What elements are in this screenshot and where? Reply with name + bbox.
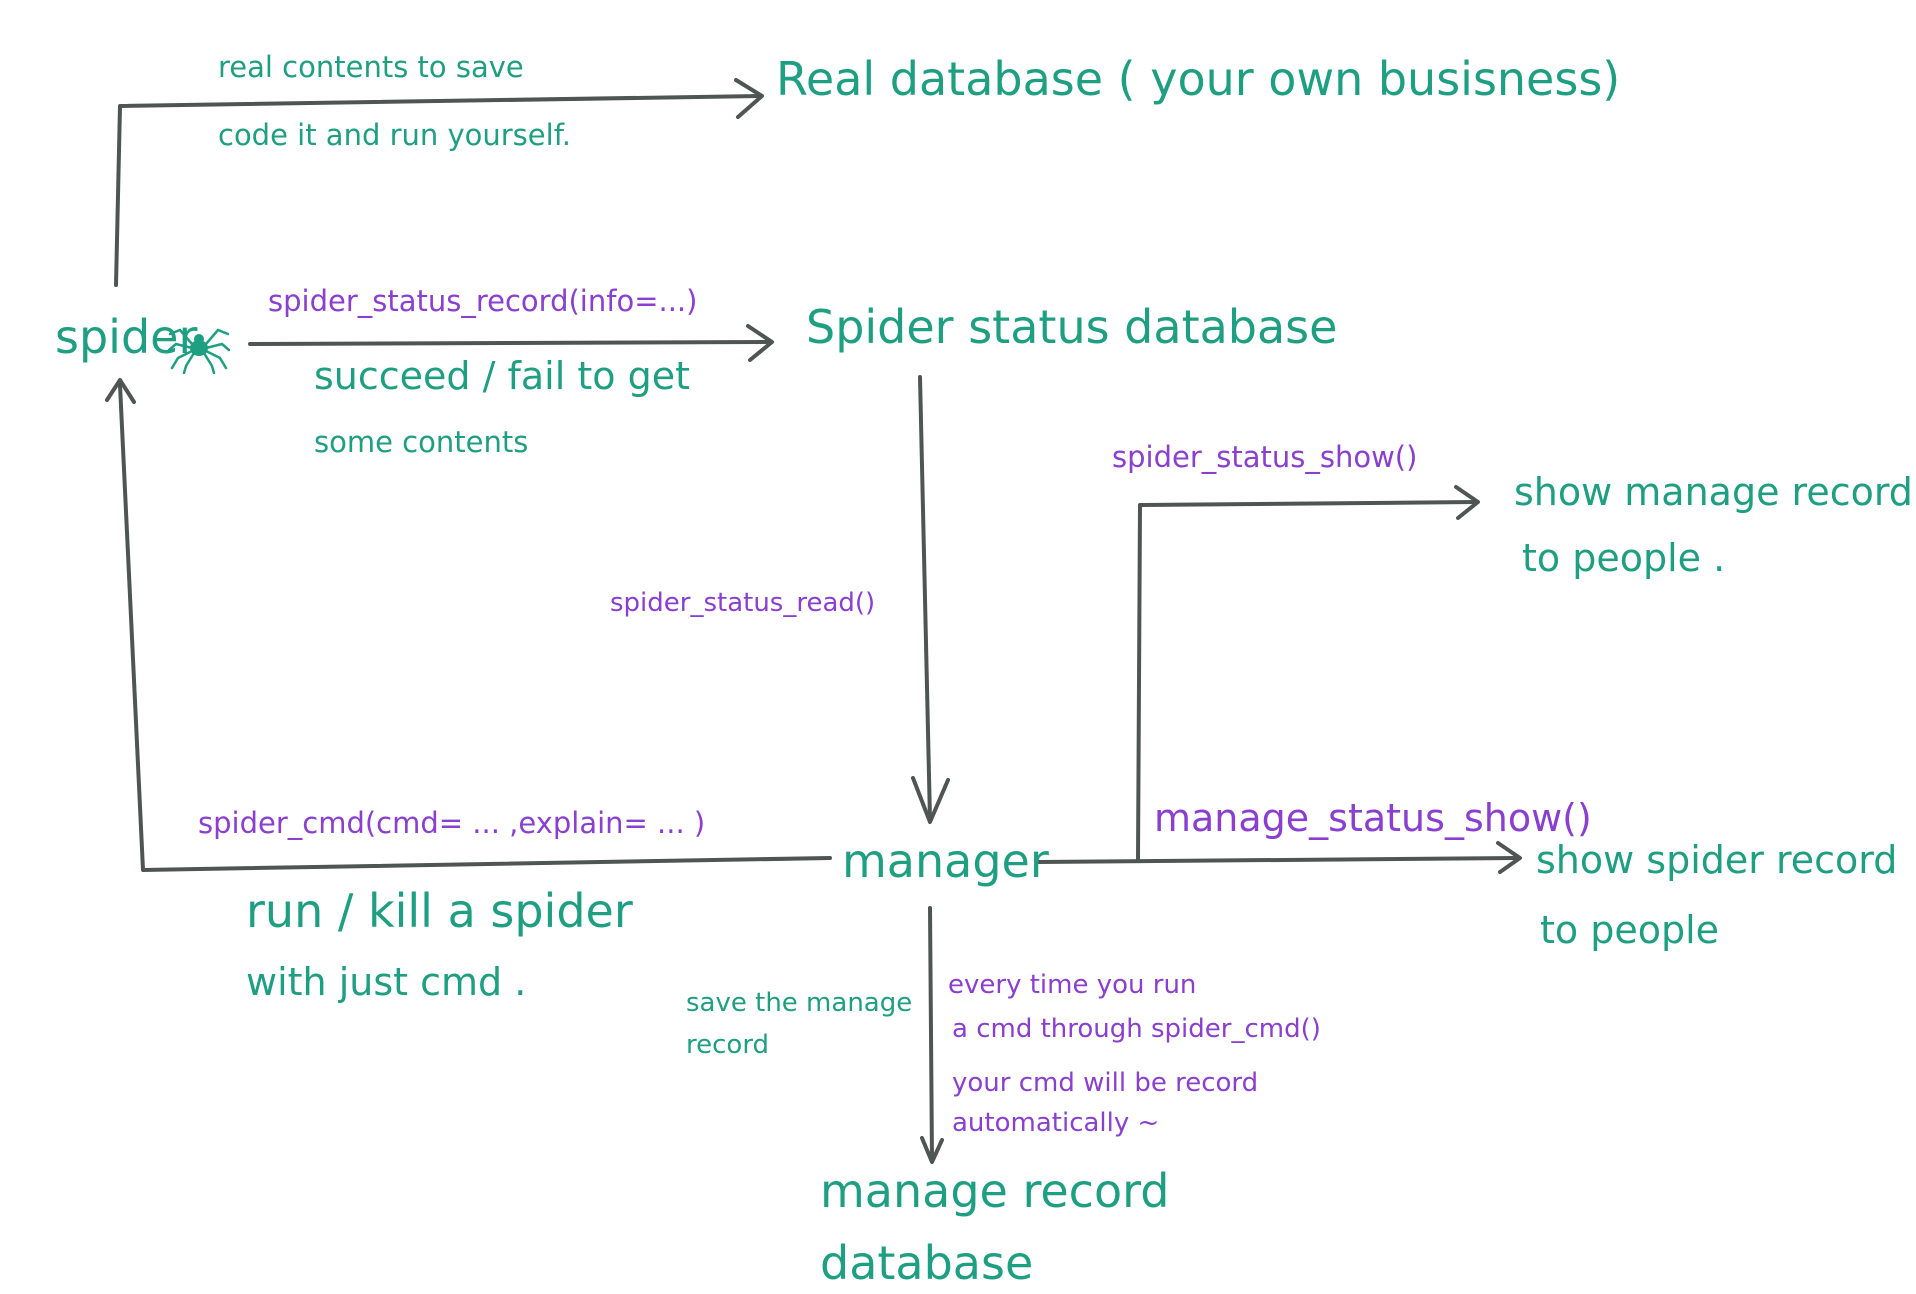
show-manage-record-line2: to people . bbox=[1522, 536, 1726, 580]
manage-show-function: manage_status_show() bbox=[1154, 796, 1592, 840]
status-show-function: spider_status_show() bbox=[1112, 440, 1418, 474]
show-spider-record-line2: to people bbox=[1540, 908, 1720, 952]
auto-note-line3: your cmd will be record bbox=[952, 1068, 1259, 1098]
arrowhead-spider bbox=[105, 378, 136, 404]
cmd-function: spider_cmd(cmd= ... ,explain= ... ) bbox=[198, 806, 706, 840]
save-note-line2: record bbox=[686, 1030, 770, 1060]
spider-node-label: spider bbox=[55, 310, 198, 364]
arrow-status-db-to-manager bbox=[918, 375, 932, 822]
arrowhead-manager bbox=[911, 776, 950, 824]
manager-node: manager bbox=[842, 834, 1049, 888]
auto-note-line2: a cmd through spider_cmd() bbox=[952, 1014, 1321, 1044]
cmd-note-line1: run / kill a spider bbox=[246, 884, 633, 938]
real-save-label: real contents to save bbox=[218, 50, 524, 84]
arrow-manager-to-manage-db bbox=[928, 906, 934, 1162]
arrowhead-show-spider bbox=[1496, 841, 1522, 874]
arrowhead-show-manage bbox=[1454, 485, 1480, 520]
arrowhead-real-db bbox=[734, 78, 764, 119]
status-database-node: Spider status database bbox=[806, 300, 1338, 354]
arrow-manager-to-spider bbox=[118, 383, 832, 872]
show-manage-record-line1: show manage record bbox=[1514, 470, 1913, 514]
arrowhead-manage-db bbox=[920, 1136, 944, 1164]
real-database-node: Real database ( your own busisness) bbox=[776, 52, 1621, 106]
cmd-note-line2: with just cmd . bbox=[246, 960, 527, 1004]
status-read-function: spider_status_read() bbox=[610, 588, 876, 618]
arrow-spider-to-real-db bbox=[114, 94, 762, 287]
real-save-hint: code it and run yourself. bbox=[218, 118, 572, 152]
save-note-line1: save the manage bbox=[686, 988, 913, 1018]
arrow-manager-to-show-spider bbox=[1036, 856, 1520, 864]
manage-database-line2: database bbox=[820, 1236, 1034, 1290]
arrowhead-status-db bbox=[746, 324, 774, 362]
status-record-function: spider_status_record(info=...) bbox=[268, 284, 698, 318]
arrow-spider-to-status-db bbox=[248, 340, 772, 346]
arrow-branch-to-show-manage bbox=[1136, 500, 1478, 862]
spider-icon bbox=[168, 328, 230, 374]
manage-database-line1: manage record bbox=[820, 1164, 1170, 1218]
auto-note-line4: automatically ~ bbox=[952, 1108, 1160, 1138]
show-spider-record-line1: show spider record bbox=[1536, 838, 1898, 882]
status-record-note-line1: succeed / fail to get bbox=[314, 354, 690, 398]
auto-note-line1: every time you run bbox=[948, 970, 1197, 1000]
status-record-note-line2: some contents bbox=[314, 425, 529, 459]
